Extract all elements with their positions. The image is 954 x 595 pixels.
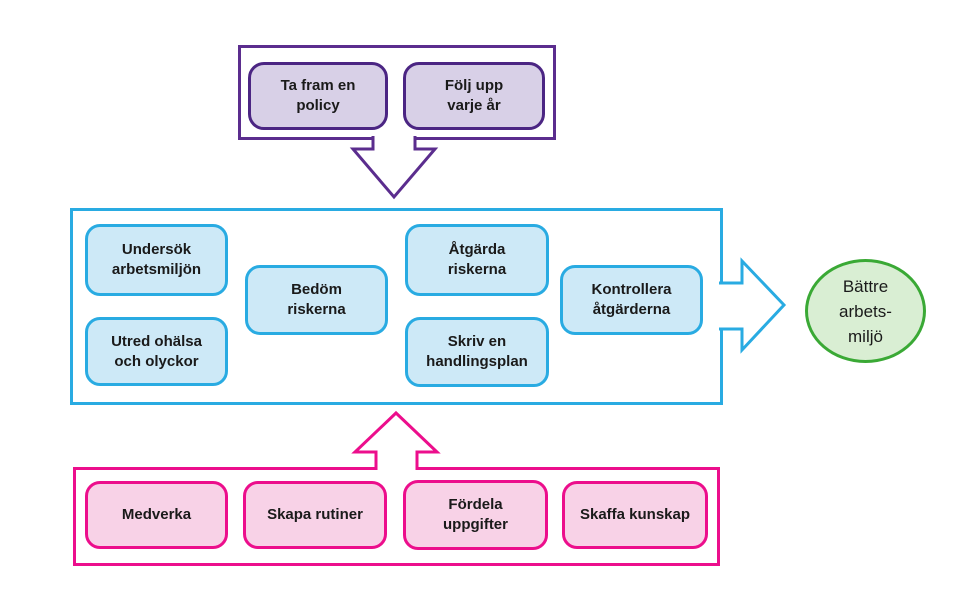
arrow-up-icon	[351, 410, 441, 470]
box-utred-ohalsa-och-olyckor: Utred ohälsa och olyckor	[85, 317, 228, 386]
outcome-label: Bättre arbets- miljö	[839, 276, 892, 346]
box-bedom-riskerna: Bedöm riskerna	[245, 265, 388, 335]
box-label: Kontrollera åtgärderna	[591, 281, 672, 318]
box-label: Fördela uppgifter	[443, 496, 508, 533]
box-label: Skaffa kunskap	[579, 506, 691, 523]
box-label: Skriv en handlingsplan	[426, 333, 528, 370]
box-label: Skapa rutiner	[267, 506, 363, 523]
box-skaffa-kunskap: Skaffa kunskap	[562, 481, 708, 549]
box-skapa-rutiner: Skapa rutiner	[243, 481, 387, 549]
arrow-down-icon	[349, 136, 439, 200]
box-label: Utred ohälsa och olyckor	[111, 332, 202, 370]
box-ta-fram-en-policy: Ta fram en policy	[248, 62, 388, 130]
box-atgarda-riskerna: Åtgärda riskerna	[405, 224, 549, 296]
box-label: Undersök arbetsmiljön	[111, 241, 202, 278]
box-fordela-uppgifter: Fördela uppgifter	[403, 480, 548, 550]
box-undersok-arbetsmiljon: Undersök arbetsmiljön	[85, 224, 228, 296]
box-label: Medverka	[121, 506, 192, 523]
box-skriv-en-handlingsplan: Skriv en handlingsplan	[405, 317, 549, 387]
box-kontrollera-atgarderna: Kontrollera åtgärderna	[560, 265, 703, 335]
box-label: Åtgärda riskerna	[447, 241, 507, 278]
box-folj-upp-varje-ar: Följ upp varje år	[403, 62, 545, 130]
box-medverka: Medverka	[85, 481, 228, 549]
box-label: Bedöm riskerna	[287, 281, 346, 318]
box-label: Följ upp varje år	[444, 77, 504, 114]
box-label: Ta fram en policy	[280, 77, 356, 114]
arrow-right-icon	[719, 257, 787, 354]
outcome-ellipse: Bättre arbets- miljö	[805, 259, 926, 363]
